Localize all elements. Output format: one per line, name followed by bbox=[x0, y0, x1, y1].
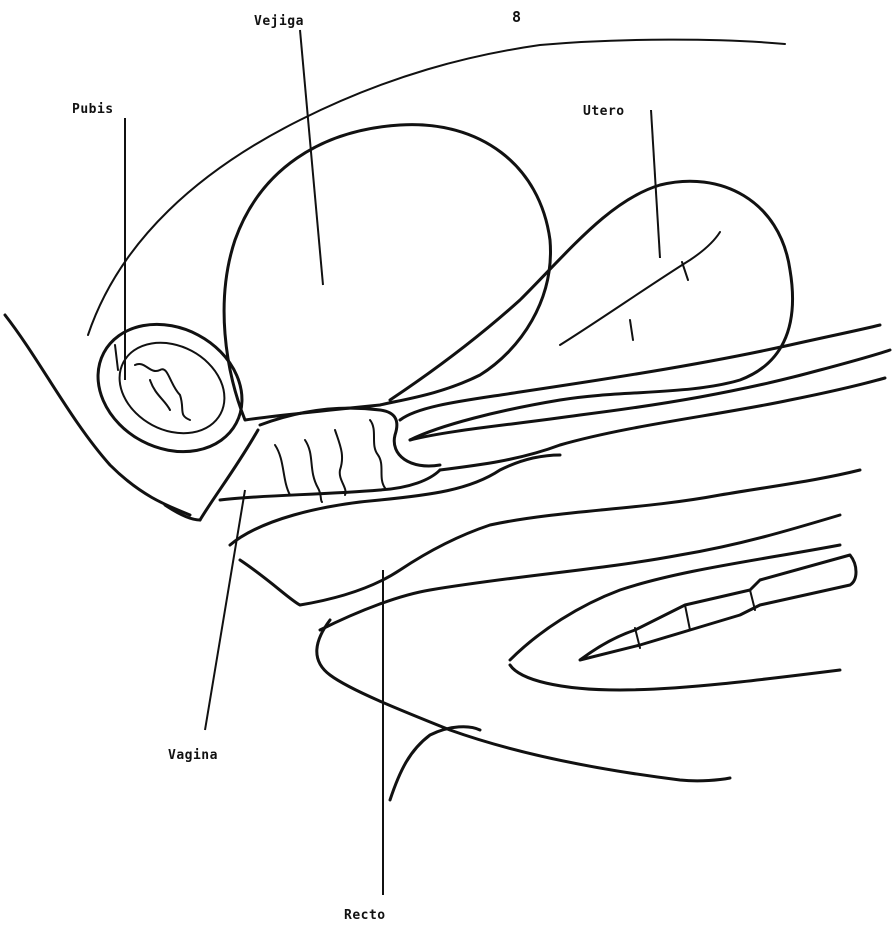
rectovaginal-septum bbox=[230, 455, 560, 545]
pointer-vejiga bbox=[300, 30, 323, 285]
vagina-canal bbox=[200, 430, 258, 520]
uterine-ticks bbox=[630, 262, 688, 340]
perineum-outline bbox=[5, 315, 190, 515]
label-vagina: Vagina bbox=[168, 748, 218, 763]
coccyx-outline bbox=[510, 545, 840, 660]
uterine-cavity bbox=[560, 232, 720, 345]
label-vejiga: Vejiga bbox=[254, 14, 304, 29]
abdominal-wall-outline bbox=[88, 40, 785, 335]
page-number: 8 bbox=[512, 8, 522, 26]
sacral-outer bbox=[510, 665, 840, 690]
label-utero: Utero bbox=[583, 104, 625, 119]
bladder-outline bbox=[224, 125, 550, 420]
label-recto: Recto bbox=[344, 908, 386, 923]
sacral-vertebrae bbox=[580, 555, 856, 660]
pointer-vagina bbox=[205, 490, 245, 730]
sacrum-outline bbox=[317, 620, 730, 781]
vertebra-divisions bbox=[635, 590, 755, 648]
vagina-wall-lower bbox=[220, 470, 440, 500]
uterus-outline bbox=[390, 181, 793, 440]
pubis-bone bbox=[76, 300, 265, 476]
buttock-skin bbox=[390, 727, 480, 800]
label-pubis: Pubis bbox=[72, 102, 114, 117]
